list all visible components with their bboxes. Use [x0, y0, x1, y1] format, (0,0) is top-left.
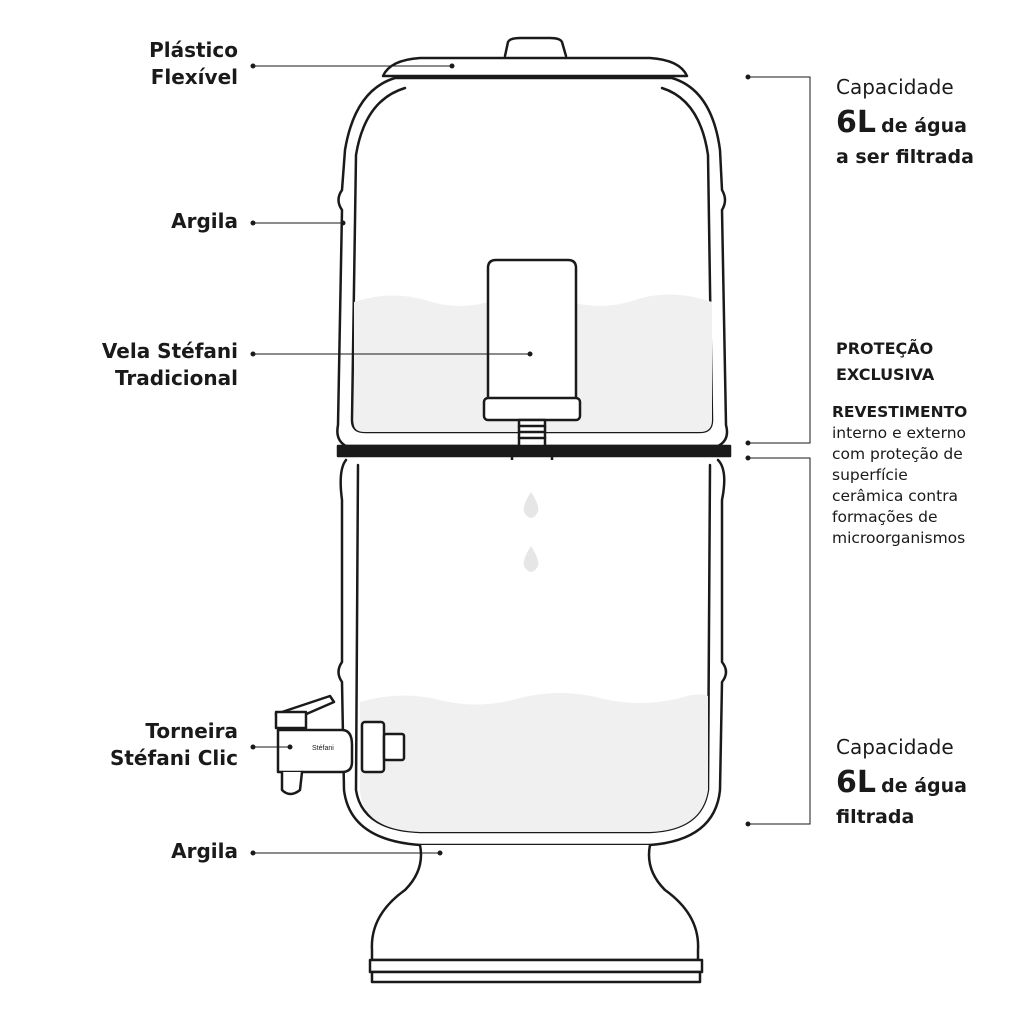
capacity-top-rest: de água [881, 115, 967, 137]
faucet [274, 694, 406, 796]
water-drop-2 [523, 546, 539, 572]
coating-title: REVESTIMENTO [832, 403, 968, 421]
divider-ring [336, 444, 732, 458]
label-faucet: Torneira Stéfani Clic [109, 719, 238, 770]
capacity-top-title: Capacidade [836, 75, 954, 99]
capacity-top-amount: 6L [836, 105, 876, 140]
candle-base [482, 396, 582, 422]
lid-knob [503, 36, 568, 58]
base-plate [368, 958, 704, 974]
capacity-bottom-line2: filtrada [836, 806, 915, 828]
capacity-top-line2: a ser filtrada [836, 146, 974, 168]
label-lid: Plástico Flexível [149, 38, 238, 89]
capacity-bottom-amount: 6L [836, 765, 876, 800]
capacity-bottom-rest: de água [881, 775, 967, 797]
faucet-brand-text: Stéfani [312, 745, 334, 752]
label-candle: Vela Stéfani Tradicional [101, 339, 238, 390]
water-drop-1 [523, 492, 539, 518]
protection-title: PROTEÇÃO EXCLUSIVA [836, 339, 935, 384]
base-stand [370, 843, 700, 962]
coating-description: REVESTIMENTO interno e externo com prote… [832, 402, 1020, 549]
capacity-top: Capacidade 6L de água a ser filtrada [836, 74, 974, 170]
base-foot [370, 970, 702, 984]
label-base-clay: Argila [171, 839, 238, 863]
lower-water [360, 693, 708, 832]
label-upper-clay: Argila [171, 209, 238, 233]
lid [381, 56, 689, 78]
capacity-bottom-title: Capacidade [836, 735, 954, 759]
filter-candle [486, 258, 578, 402]
capacity-bottom: Capacidade 6L de água filtrada [836, 734, 967, 830]
